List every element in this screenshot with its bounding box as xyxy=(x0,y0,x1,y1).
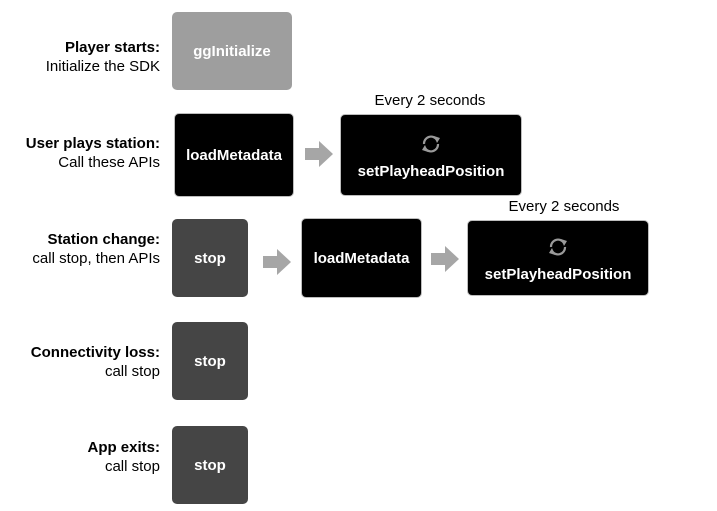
box-label: stop xyxy=(194,456,226,474)
row-heading: Station change: xyxy=(47,231,160,248)
box-label: loadMetadata xyxy=(186,146,282,164)
row-description: call stop xyxy=(104,458,160,475)
stop-box: stop xyxy=(172,426,248,504)
arrow-right-icon xyxy=(431,246,459,272)
row-heading: Player starts: xyxy=(64,39,160,56)
gginitialize-box: ggInitialize xyxy=(172,12,292,90)
box-label: stop xyxy=(194,352,226,370)
box-label: setPlayheadPosition xyxy=(484,265,632,283)
row-label-app-exits: App exits: call stop xyxy=(0,438,160,476)
row-label-station-change: Station change: call stop, then APIs xyxy=(0,230,160,268)
interval-caption: Every 2 seconds xyxy=(508,198,620,215)
box-label: setPlayheadPosition xyxy=(357,162,505,180)
row-description: call stop xyxy=(104,363,160,380)
box-label: stop xyxy=(194,249,226,267)
row-description: Call these APIs xyxy=(58,154,160,171)
row-label-user-plays-station: User plays station: Call these APIs xyxy=(0,134,160,172)
box-label: loadMetadata xyxy=(313,249,410,267)
stop-box: stop xyxy=(172,219,248,297)
row-heading: Connectivity loss: xyxy=(30,344,160,361)
load-metadata-box: loadMetadata xyxy=(301,218,422,298)
row-heading: User plays station: xyxy=(25,135,160,152)
refresh-icon xyxy=(549,238,567,255)
row-description: Initialize the SDK xyxy=(45,58,160,75)
box-label: ggInitialize xyxy=(193,42,271,60)
load-metadata-box: loadMetadata xyxy=(174,113,294,197)
refresh-icon xyxy=(422,135,440,152)
row-label-player-starts: Player starts: Initialize the SDK xyxy=(0,38,160,76)
arrow-right-icon xyxy=(305,141,333,167)
row-label-connectivity-loss: Connectivity loss: call stop xyxy=(0,343,160,381)
interval-caption: Every 2 seconds xyxy=(374,92,486,109)
set-playhead-position-box: setPlayheadPosition xyxy=(340,114,522,196)
set-playhead-position-box: setPlayheadPosition xyxy=(467,220,649,296)
row-heading: App exits: xyxy=(87,439,160,456)
stop-box: stop xyxy=(172,322,248,400)
row-description: call stop, then APIs xyxy=(32,250,160,267)
arrow-right-icon xyxy=(263,249,291,275)
